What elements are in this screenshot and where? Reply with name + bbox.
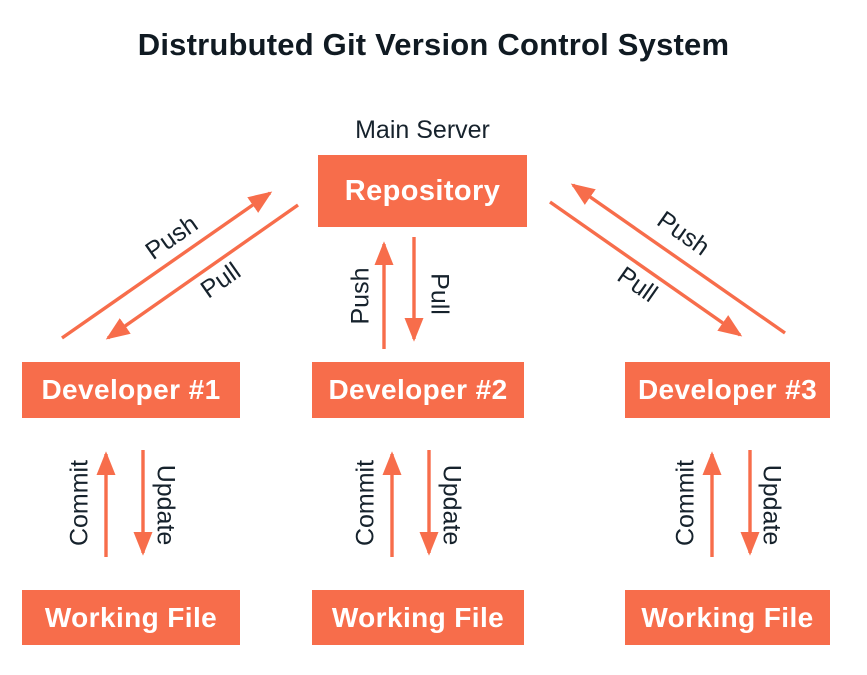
push-arrow-right xyxy=(570,183,786,335)
working-file-label-2: Working File xyxy=(331,601,505,633)
pull-label-middle: Pull xyxy=(425,273,454,315)
working-file-box-2: Working File xyxy=(312,590,524,645)
push-arrow-left xyxy=(61,191,273,340)
pull-arrow-right xyxy=(549,200,743,337)
update-label-2: Update xyxy=(437,464,466,546)
main-server-caption: Main Server xyxy=(355,116,490,144)
update-label-1: Update xyxy=(151,464,180,546)
commit-label-2: Commit xyxy=(351,459,380,547)
pull-arrow-left xyxy=(105,203,299,340)
push-label-middle: Push xyxy=(346,267,375,325)
working-file-box-3: Working File xyxy=(625,590,830,645)
update-label-3: Update xyxy=(757,464,786,546)
diagram-title: Distrubuted Git Version Control System xyxy=(137,27,730,62)
commit-label-1: Commit xyxy=(65,459,94,547)
developer-label-3: Developer #3 xyxy=(637,374,818,405)
repository-label: Repository xyxy=(344,174,501,207)
working-file-label-3: Working File xyxy=(641,601,814,633)
repository-box: Repository xyxy=(318,155,527,227)
developer-box-2: Developer #2 xyxy=(312,362,524,418)
developer-box-3: Developer #3 xyxy=(625,362,830,418)
commit-label-3: Commit xyxy=(671,459,700,547)
developer-label-2: Developer #2 xyxy=(328,374,508,405)
working-file-label-1: Working File xyxy=(44,601,218,633)
developer-box-1: Developer #1 xyxy=(22,362,240,418)
working-file-box-1: Working File xyxy=(22,590,240,645)
developer-label-1: Developer #1 xyxy=(41,374,221,405)
